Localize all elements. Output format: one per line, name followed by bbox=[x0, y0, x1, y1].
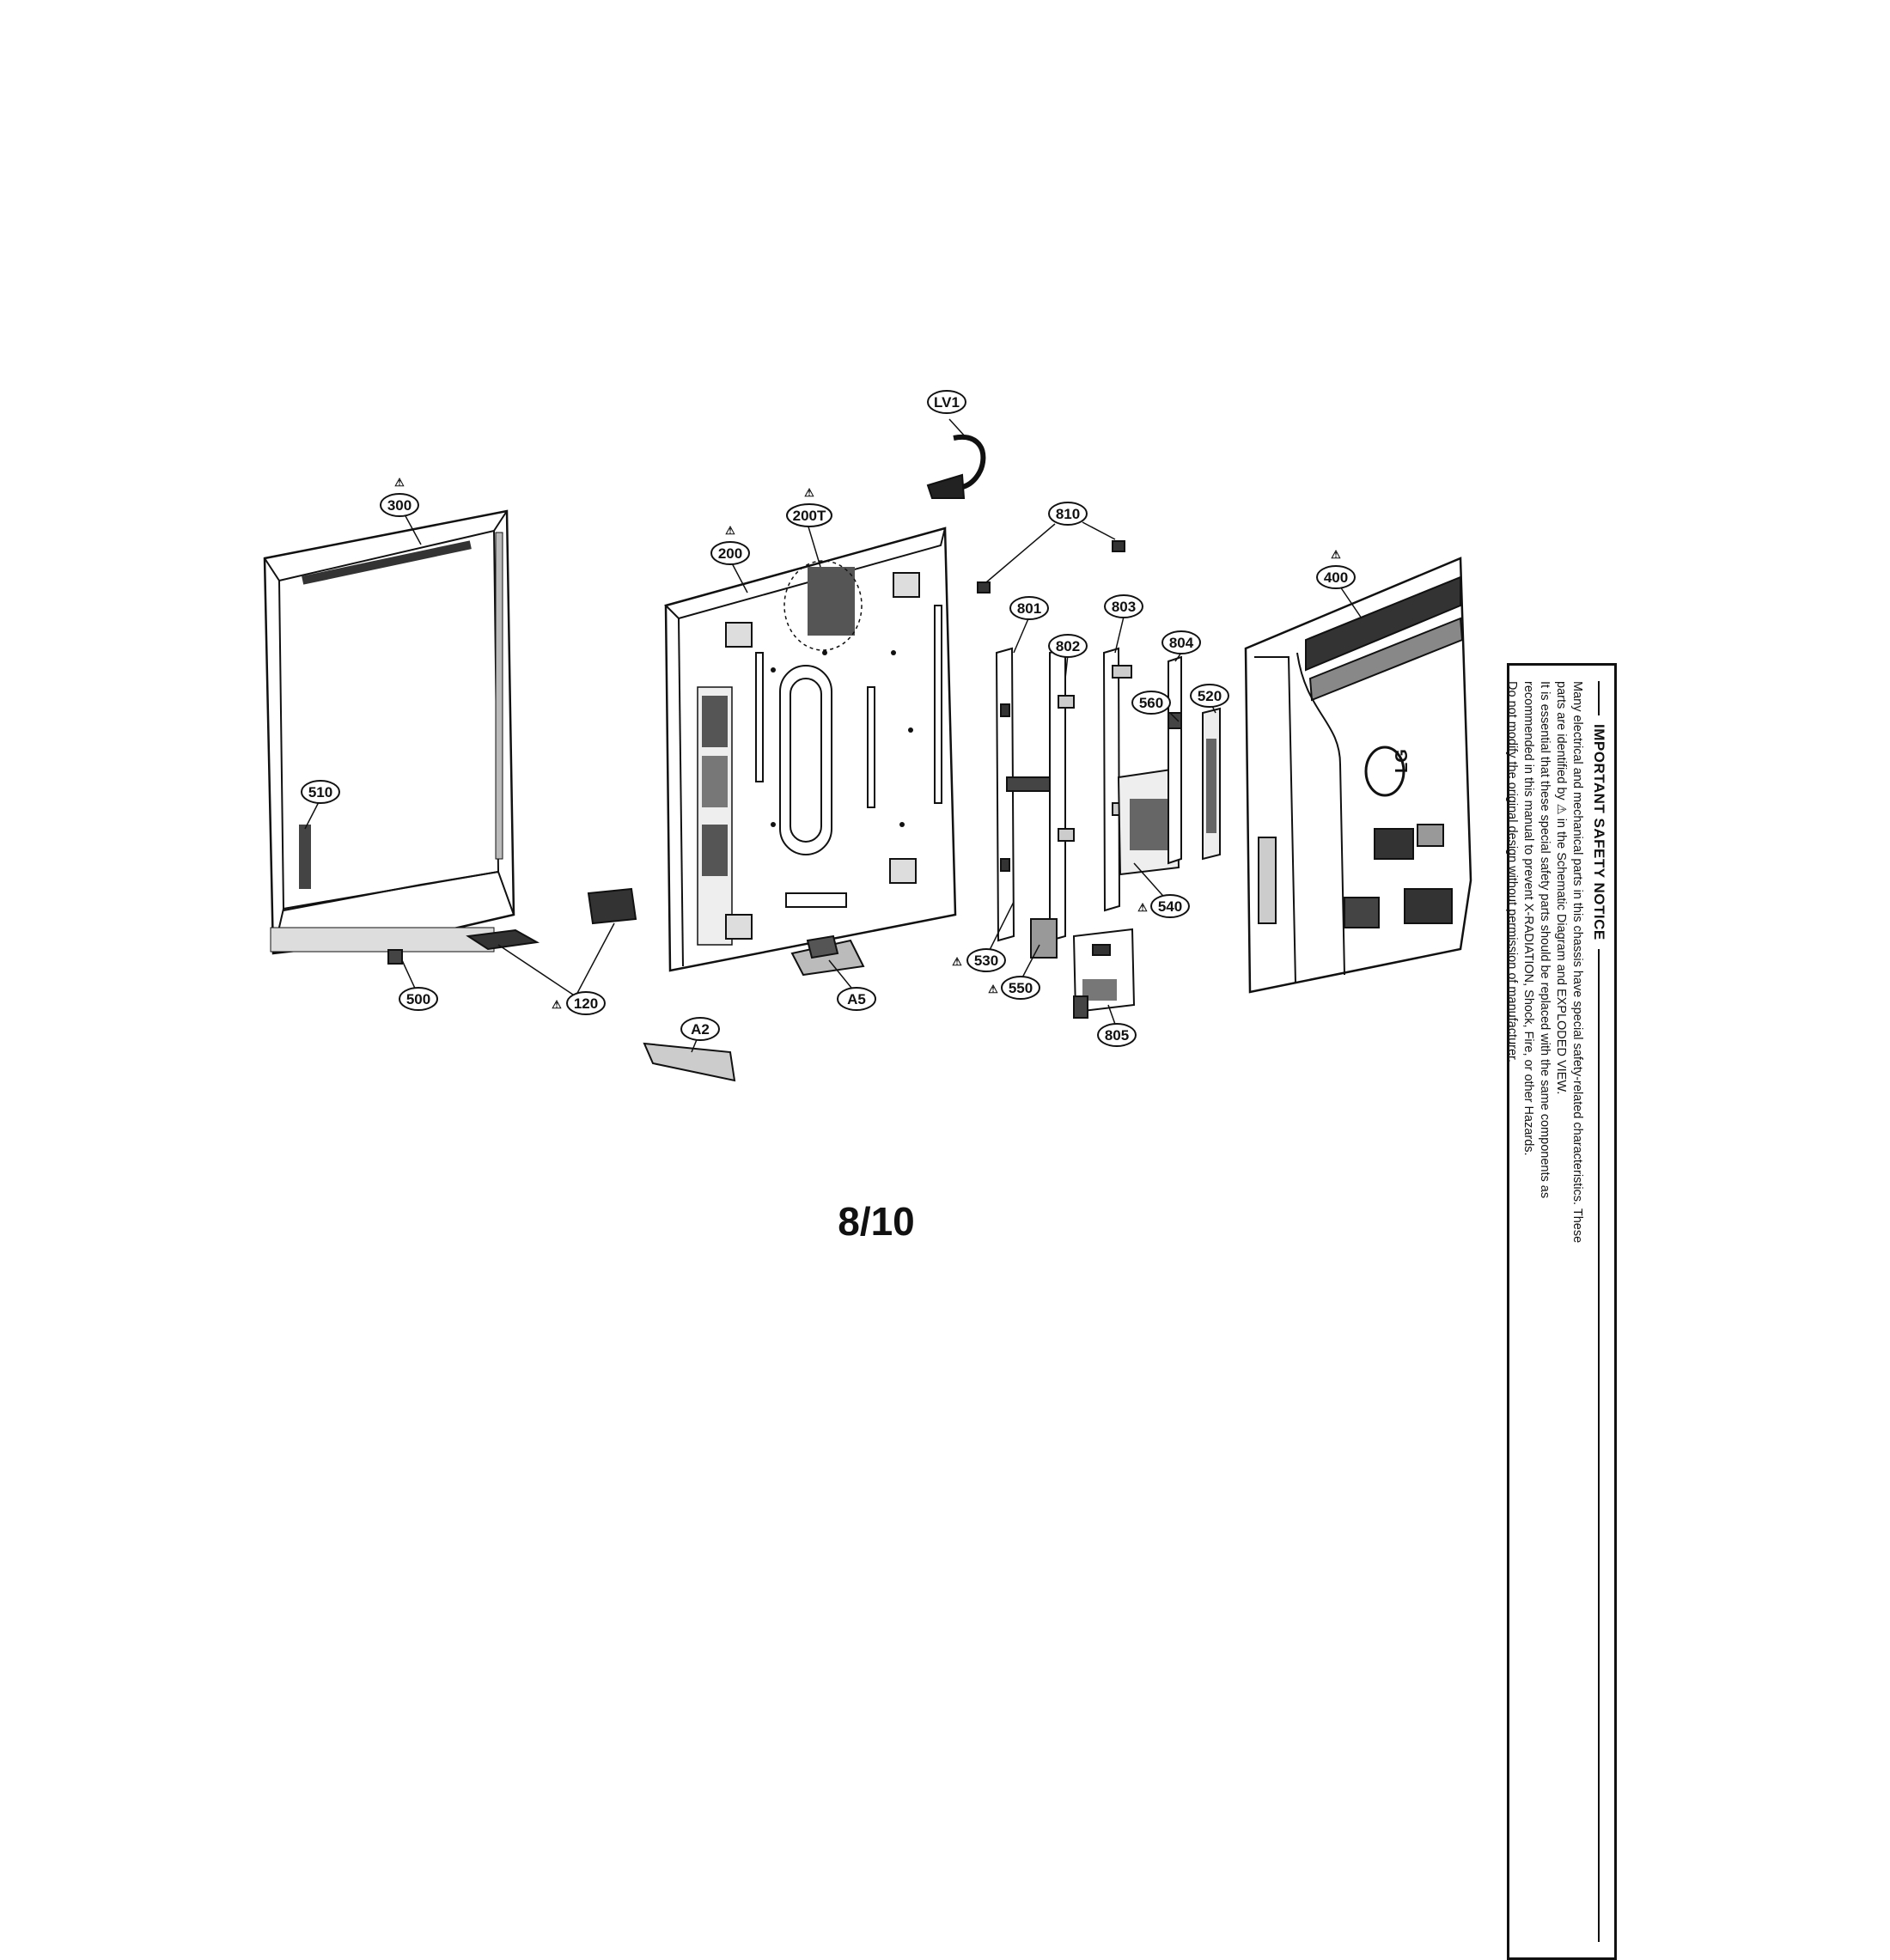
lg-logo: LG bbox=[1393, 749, 1411, 773]
callout-120-label: 120 bbox=[574, 995, 598, 1012]
callout-400: 400 ⚠ bbox=[1316, 548, 1356, 589]
callout-801-label: 801 bbox=[1017, 600, 1041, 617]
stand-base-part bbox=[643, 1042, 736, 1082]
callout-540-label: 540 bbox=[1158, 898, 1182, 915]
callout-400-label: 400 bbox=[1324, 569, 1348, 586]
callout-520-label: 520 bbox=[1198, 688, 1222, 704]
callout-200t: 200T ⚠ bbox=[786, 486, 832, 527]
callout-200: 200 ⚠ bbox=[710, 524, 750, 565]
callout-lv1-label: LV1 bbox=[934, 394, 960, 411]
title-rule-right bbox=[1598, 948, 1600, 1942]
callout-803-label: 803 bbox=[1112, 599, 1136, 615]
callout-804: 804 bbox=[1161, 630, 1201, 654]
warning-icon: ⚠ bbox=[394, 476, 405, 489]
safety-notice-line: parts are identified by ⚠ in the Schemat… bbox=[1554, 681, 1568, 1095]
circuit-boards bbox=[995, 647, 1221, 959]
callout-lv1: LV1 bbox=[927, 390, 966, 414]
title-rule-left bbox=[1598, 681, 1600, 715]
warning-icon: ⚠ bbox=[804, 486, 814, 499]
callout-500-label: 500 bbox=[406, 991, 430, 1007]
callout-300-label: 300 bbox=[387, 497, 412, 514]
callout-300: 300 ⚠ bbox=[380, 476, 419, 517]
warning-icon: ⚠ bbox=[552, 998, 562, 1011]
callout-500: 500 bbox=[399, 987, 438, 1011]
callout-a2: A2 bbox=[680, 1017, 720, 1041]
cable-lv1 bbox=[926, 418, 986, 499]
safety-notice-box: IMPORTANT SAFETY NOTICE Many electrical … bbox=[1505, 663, 1617, 1960]
callout-a5: A5 bbox=[837, 987, 876, 1011]
callout-803: 803 bbox=[1104, 594, 1143, 618]
warning-icon: ⚠ bbox=[952, 955, 962, 968]
safety-notice-title: IMPORTANT SAFETY NOTICE bbox=[1590, 681, 1607, 1942]
callout-120: 120 ⚠ bbox=[552, 991, 606, 1015]
callout-805-label: 805 bbox=[1105, 1027, 1129, 1044]
page-number: 8/10 bbox=[838, 1199, 915, 1244]
callout-200-label: 200 bbox=[718, 545, 742, 562]
callout-550-label: 550 bbox=[1009, 980, 1033, 996]
safety-notice-heading: IMPORTANT SAFETY NOTICE bbox=[1591, 724, 1607, 940]
callout-520: 520 bbox=[1190, 684, 1229, 708]
callout-804-label: 804 bbox=[1169, 635, 1194, 651]
callout-540: 540 ⚠ bbox=[1137, 894, 1190, 918]
callout-560: 560 bbox=[1131, 691, 1171, 715]
warning-icon: ⚠ bbox=[1137, 901, 1148, 914]
back-cover bbox=[1244, 557, 1472, 994]
part-500-bracket bbox=[387, 949, 403, 965]
main-chassis-panel bbox=[664, 527, 957, 972]
callout-a5-label: A5 bbox=[847, 991, 866, 1007]
safety-notice-line: recommended in this manual to prevent X-… bbox=[1521, 681, 1535, 1156]
safety-notice-body: Many electrical and mechanical parts in … bbox=[1503, 681, 1585, 1942]
callout-550: 550 ⚠ bbox=[988, 976, 1040, 1000]
callout-200t-label: 200T bbox=[793, 508, 826, 524]
safety-notice-line: It is essential that these special safet… bbox=[1538, 681, 1552, 1199]
callout-530: 530 ⚠ bbox=[952, 948, 1006, 972]
speaker-parts bbox=[466, 887, 637, 951]
warning-icon: ⚠ bbox=[725, 524, 735, 537]
callout-a2-label: A2 bbox=[691, 1021, 710, 1038]
safety-notice-line: Do not modify the original design withou… bbox=[1505, 681, 1519, 1063]
stand-neck-part bbox=[790, 934, 865, 977]
callout-510-label: 510 bbox=[308, 784, 332, 800]
callout-510: 510 bbox=[301, 780, 340, 804]
callout-530-label: 530 bbox=[974, 953, 998, 969]
warning-icon: ⚠ bbox=[1331, 548, 1341, 561]
callout-801: 801 bbox=[1009, 596, 1049, 620]
clip-parts-810 bbox=[977, 521, 1125, 593]
safety-notice-line: Many electrical and mechanical parts in … bbox=[1570, 681, 1584, 1244]
callout-802-label: 802 bbox=[1056, 638, 1080, 654]
side-av-board-805 bbox=[1072, 928, 1136, 1019]
warning-icon: ⚠ bbox=[988, 983, 998, 995]
callout-805: 805 bbox=[1097, 1023, 1137, 1047]
front-cabinet-frame bbox=[263, 509, 515, 955]
callout-560-label: 560 bbox=[1139, 695, 1163, 711]
callout-810: 810 bbox=[1048, 502, 1088, 526]
callout-810-label: 810 bbox=[1056, 506, 1080, 522]
callout-802: 802 bbox=[1048, 634, 1088, 658]
exploded-view-diagram: 300 ⚠ 510 500 120 ⚠ 200 ⚠ 200T ⚠ A5 A2 L… bbox=[263, 390, 1472, 1082]
